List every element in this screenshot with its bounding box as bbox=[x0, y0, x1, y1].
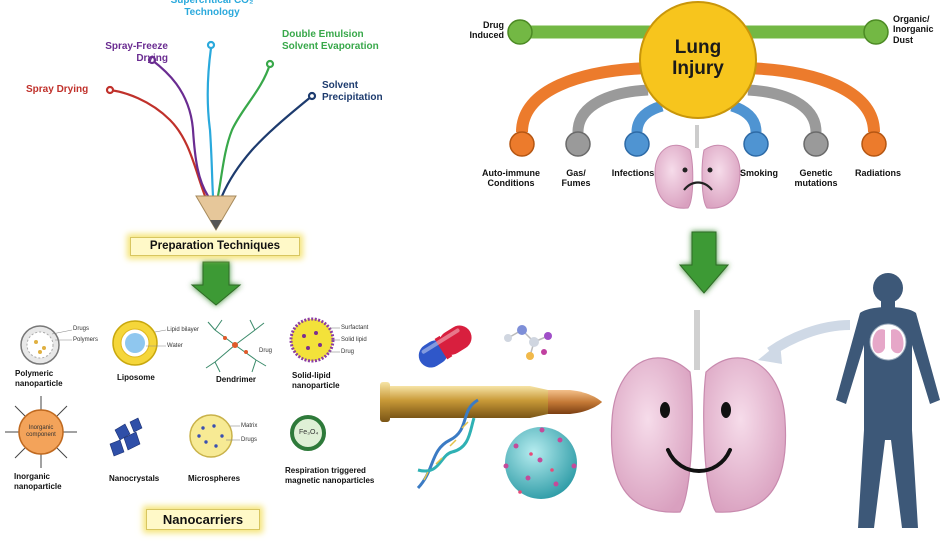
tiny-lipid-bilayer: Lipid bilayer bbox=[167, 327, 200, 333]
label-spray-freeze: Spray-Freeze Drying bbox=[105, 41, 168, 64]
label-dendrimer: Dendrimer bbox=[216, 375, 257, 384]
magnetic-nanoparticle-icon bbox=[290, 415, 326, 451]
preparation-techniques-box: Preparation Techniques bbox=[130, 237, 300, 256]
down-arrow-icon bbox=[678, 231, 730, 294]
tiny-drugs-microspheres: Drugs bbox=[241, 437, 258, 443]
tiny-inorganic-component: Inorganic component bbox=[26, 425, 56, 439]
pencil-icon bbox=[195, 195, 237, 231]
microspheres-icon bbox=[189, 414, 240, 458]
lung-injury-circle bbox=[639, 1, 757, 119]
label-supercritical: Supercritical CO₂ Technology bbox=[170, 0, 254, 18]
label-drug-induced: Drug Induced bbox=[469, 20, 504, 41]
molecule-icon bbox=[504, 325, 552, 360]
human-body-icon bbox=[836, 273, 940, 528]
injury-nodes bbox=[507, 19, 889, 157]
dna-icon bbox=[416, 398, 479, 490]
label-radiations: Radiations bbox=[854, 168, 901, 178]
happy-lungs-icon bbox=[610, 310, 787, 513]
tiny-drugs: Drugs bbox=[73, 326, 90, 332]
tiny-polymers: Polymers bbox=[73, 337, 99, 343]
polymeric-nanoparticle-icon bbox=[20, 325, 73, 365]
label-spray-drying: Spray Drying bbox=[26, 84, 89, 95]
label-inorganic-nanoparticle: Inorganic nanoparticle bbox=[14, 472, 62, 491]
label-autoimmune: Auto-immune Conditions bbox=[482, 168, 540, 189]
lung-injury-title: Lung Injury bbox=[672, 37, 724, 79]
label-respiration-triggered: Respiration triggered magnetic nanoparti… bbox=[285, 466, 375, 485]
down-arrow-icon bbox=[190, 261, 242, 306]
liposome-icon bbox=[112, 320, 167, 366]
tiny-drug: Drug bbox=[259, 348, 273, 354]
tiny-surfactant: Surfactant bbox=[341, 325, 369, 331]
label-infections: Infections bbox=[611, 168, 655, 178]
bullet-icon bbox=[380, 382, 602, 422]
sad-lungs-icon bbox=[654, 125, 741, 209]
label-solid-lipid-nanoparticle: Solid-lipid nanoparticle bbox=[292, 371, 340, 390]
label-microspheres: Microspheres bbox=[188, 474, 241, 483]
label-polymeric-nanoparticle: Polymeric nanoparticle bbox=[15, 369, 63, 388]
capsule-icon bbox=[418, 325, 472, 368]
tiny-solid-lipid: Solid lipid bbox=[341, 337, 367, 343]
nanocrystals-icon bbox=[109, 417, 143, 457]
virus-particle-icon bbox=[503, 427, 577, 499]
label-double-emulsion: Double Emulsion Solvent Evaporation bbox=[282, 29, 379, 52]
label-nanocrystals: Nanocrystals bbox=[109, 474, 160, 483]
dendrimer-icon bbox=[205, 319, 267, 373]
nanocarriers-box: Nanocarriers bbox=[146, 509, 260, 530]
tiny-water: Water bbox=[167, 343, 183, 349]
tiny-matrix: Matrix bbox=[241, 423, 258, 429]
inorganic-nanoparticle-icon bbox=[5, 396, 77, 468]
label-organic-dust: Organic/ Inorganic Dust bbox=[893, 14, 934, 45]
label-gas-fumes: Gas/ Fumes bbox=[561, 168, 591, 189]
label-smoking: Smoking bbox=[739, 168, 778, 178]
technique-lines bbox=[105, 40, 317, 197]
label-solvent-precipitation: Solvent Precipitation bbox=[322, 80, 383, 103]
tiny-drug-sln: Drug bbox=[341, 349, 355, 355]
label-genetic-mutations: Genetic mutations bbox=[794, 168, 838, 189]
tiny-fe3o4: Fe₃O₄ bbox=[299, 429, 319, 436]
curved-arrow-icon bbox=[758, 320, 851, 364]
solid-lipid-nanoparticle-icon bbox=[289, 317, 340, 363]
label-liposome: Liposome bbox=[117, 373, 155, 382]
